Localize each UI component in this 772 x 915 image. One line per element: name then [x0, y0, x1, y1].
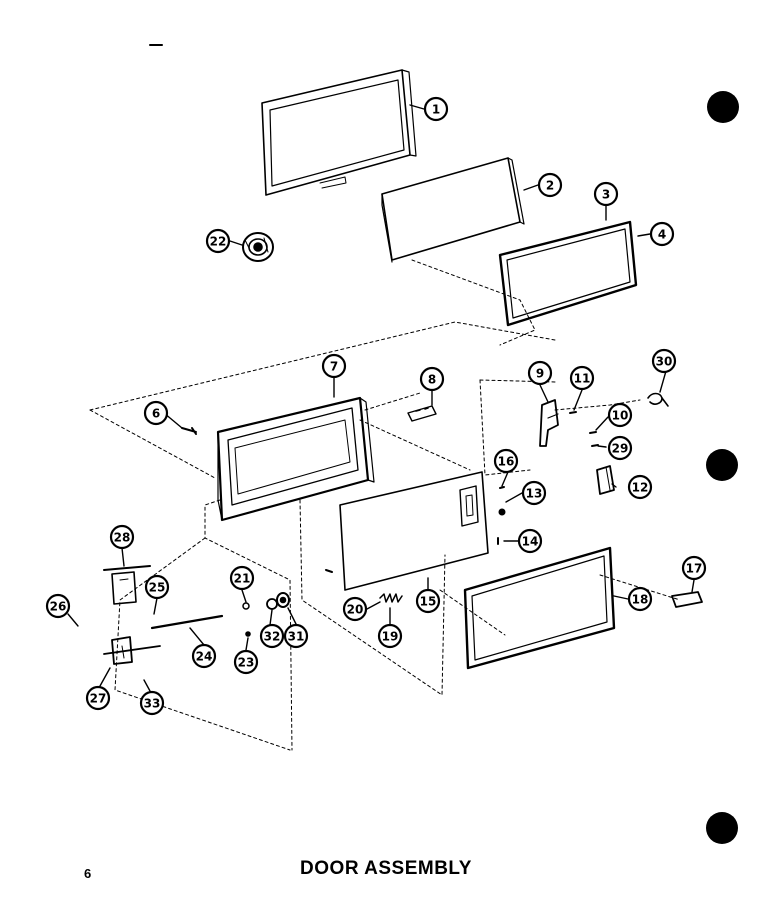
- callout-27: 27: [85, 685, 111, 711]
- part-30-clip: [647, 392, 669, 407]
- callout-label: 11: [574, 372, 591, 386]
- callout-11: 11: [569, 365, 595, 391]
- callout-label: 13: [526, 487, 543, 501]
- callout-label: 19: [382, 630, 399, 644]
- callout-label: 27: [90, 692, 107, 706]
- callout-label: 20: [347, 603, 364, 617]
- callout-18: 18: [627, 586, 653, 612]
- part-15-inner-panel: [339, 471, 489, 591]
- callout-9: 9: [527, 360, 553, 386]
- page-title: DOOR ASSEMBLY: [300, 858, 472, 879]
- callout-label: 25: [149, 581, 166, 595]
- part-2-box: [381, 157, 525, 263]
- callout-label: 30: [656, 355, 673, 369]
- callout-label: 4: [658, 228, 666, 242]
- callout-7: 7: [321, 353, 347, 379]
- callout-23: 23: [233, 649, 259, 675]
- callout-label: 3: [602, 188, 610, 202]
- callout-label: 17: [686, 562, 703, 576]
- binder-hole-bottom: [706, 812, 738, 844]
- callout-label: 18: [632, 593, 649, 607]
- callout-label: 29: [612, 442, 629, 456]
- callout-label: 26: [50, 600, 67, 614]
- callout-label: 9: [536, 367, 544, 381]
- binder-hole-top: [707, 91, 739, 123]
- callout-6: 6: [143, 400, 169, 426]
- part-26-hinge-plate: [103, 636, 161, 665]
- part-29-knob: [242, 232, 274, 262]
- callout-3: 3: [593, 181, 619, 207]
- callout-label: 21: [234, 572, 251, 586]
- part-23-rod: [150, 614, 224, 630]
- callout-21: 21: [229, 565, 255, 591]
- part-7-door-frame: [216, 396, 375, 522]
- callout-29: 29: [607, 435, 633, 461]
- part-19-spring: [379, 593, 403, 603]
- callout-33: 33: [139, 690, 165, 716]
- callout-22: 22: [205, 228, 231, 254]
- callout-19: 19: [377, 623, 403, 649]
- part-17-handle: [671, 591, 703, 608]
- callout-15: 15: [415, 588, 441, 614]
- callout-label: 24: [196, 650, 213, 664]
- callout-label: 16: [498, 455, 515, 469]
- callout-16: 16: [493, 448, 519, 474]
- part-27-bracket: [103, 565, 151, 605]
- callout-28: 28: [109, 524, 135, 550]
- callout-label: 22: [210, 235, 227, 249]
- callout-10: 10: [607, 402, 633, 428]
- callout-label: 31: [288, 630, 305, 644]
- part-9-hinge: [539, 399, 559, 447]
- hinge-hardware: [242, 592, 290, 637]
- callout-1: 1: [423, 96, 449, 122]
- small-fasteners: [325, 411, 599, 573]
- callout-13: 13: [521, 480, 547, 506]
- part-18-trim-frame: [463, 546, 616, 670]
- callout-label: 10: [612, 409, 629, 423]
- callout-label: 23: [238, 656, 255, 670]
- callout-30: 30: [651, 348, 677, 374]
- binder-holes: [706, 91, 739, 844]
- callout-label: 28: [114, 531, 131, 545]
- callout-20: 20: [342, 596, 368, 622]
- callout-label: 12: [632, 481, 649, 495]
- assembly-guide-lines: [89, 259, 681, 751]
- part-6-screw: [181, 427, 197, 435]
- callout-31: 31: [283, 623, 309, 649]
- callout-label: 7: [330, 360, 338, 374]
- page-number: 6: [84, 866, 92, 881]
- callout-25: 25: [144, 574, 170, 600]
- part-4-panel: [498, 220, 638, 327]
- callout-label: 6: [152, 407, 160, 421]
- callout-label: 1: [432, 103, 440, 117]
- callout-4: 4: [649, 221, 675, 247]
- callout-label: 2: [546, 179, 554, 193]
- callout-32: 32: [259, 623, 285, 649]
- callout-26: 26: [45, 593, 71, 619]
- part-8-bracket: [407, 405, 437, 422]
- callout-12: 12: [627, 474, 653, 500]
- binder-hole-middle: [706, 449, 738, 481]
- callout-14: 14: [517, 528, 543, 554]
- callout-label: 15: [420, 595, 437, 609]
- part-1-frame: [261, 69, 417, 196]
- part-12-block: [596, 465, 615, 495]
- callout-2: 2: [537, 172, 563, 198]
- callout-label: 32: [264, 630, 281, 644]
- callout-label: 8: [428, 373, 436, 387]
- callout-label: 14: [522, 535, 539, 549]
- callout-label: 33: [144, 697, 161, 711]
- callout-24: 24: [191, 643, 217, 669]
- callout-8: 8: [419, 366, 445, 392]
- callout-17: 17: [681, 555, 707, 581]
